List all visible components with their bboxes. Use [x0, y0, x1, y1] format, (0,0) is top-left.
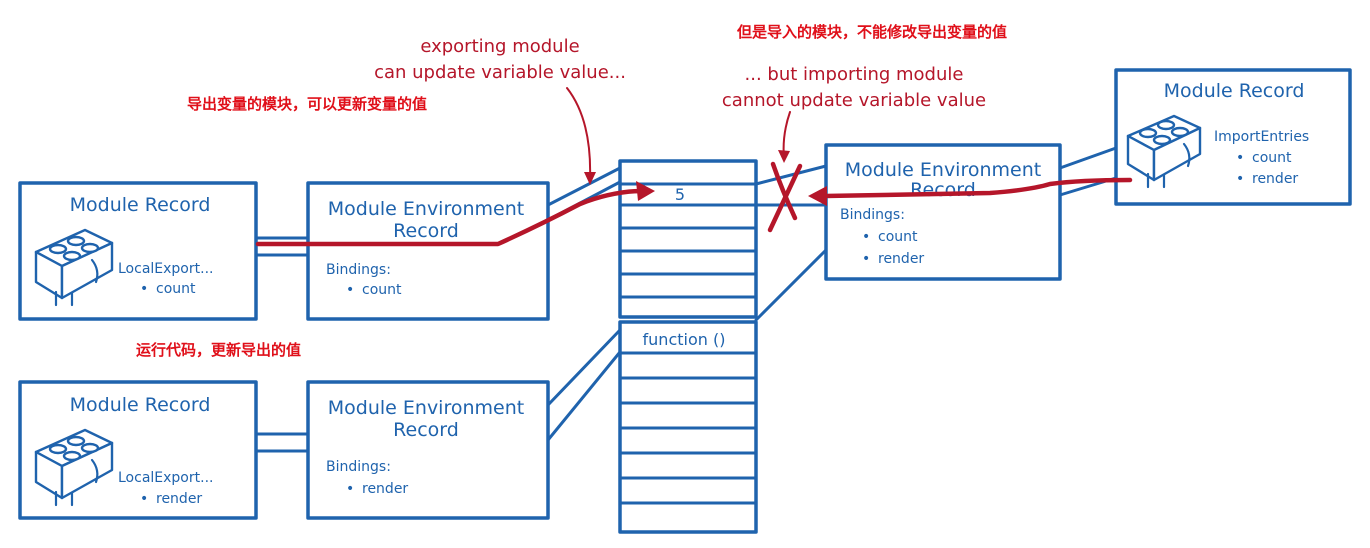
bullet: • [346, 481, 354, 497]
lego-brick-icon [34, 228, 114, 307]
connector-lines [254, 146, 1118, 453]
bullet: • [140, 281, 148, 297]
bullet: • [862, 229, 870, 245]
bullet: • [1236, 150, 1244, 166]
env-record-left-top: Module Environment Record Bindings: • co… [306, 181, 550, 321]
bullet: • [1236, 171, 1244, 187]
bindings-label: Bindings: [326, 459, 391, 475]
module-record-title: Module Record [1164, 80, 1305, 102]
function-cell-label: function () [643, 330, 726, 349]
export-item: render [156, 491, 202, 507]
import-blocked-arrow [767, 161, 1133, 233]
env-title-line2: Record [393, 220, 459, 242]
module-record-right: Module Record ImportEntries • count • re… [1114, 68, 1352, 206]
module-record-left-top: Module Record LocalExport... • count [18, 181, 258, 321]
module-record-left-bottom: Module Record LocalExport... • render [18, 380, 258, 520]
import-item: render [1252, 171, 1298, 187]
chinese-note-import-cannot: 但是导入的模块，不能修改导出变量的值 [736, 23, 1007, 41]
binding-item: render [362, 481, 408, 497]
bullet: • [140, 491, 148, 507]
export-item: count [156, 281, 196, 297]
bullet: • [346, 282, 354, 298]
cross-icon [767, 161, 803, 233]
arrow-icon [778, 150, 790, 163]
env-title-line1: Module Environment [845, 159, 1041, 181]
module-record-title: Module Record [70, 194, 211, 216]
memory-cell-value: 5 [675, 185, 685, 204]
memory-column: 5 function () [618, 159, 758, 534]
exporting-annotation-line2: can update variable value... [374, 62, 626, 83]
import-entries-label: ImportEntries [1214, 129, 1309, 145]
export-update-arrow [255, 181, 655, 247]
chinese-note-export-update: 导出变量的模块，可以更新变量的值 [187, 95, 427, 113]
arrow-icon [808, 186, 827, 206]
env-title-line1: Module Environment [328, 397, 524, 419]
exporting-annotation-line1: exporting module [420, 36, 579, 57]
arrow-icon [584, 172, 596, 185]
arrow-icon [636, 181, 655, 201]
bindings-label: Bindings: [840, 207, 905, 223]
env-title-line2: Record [910, 179, 976, 201]
import-item: count [1252, 150, 1292, 166]
env-title-line2: Record [393, 419, 459, 441]
binding-item: render [878, 251, 924, 267]
env-title-line1: Module Environment [328, 198, 524, 220]
local-export-label: LocalExport... [118, 261, 213, 277]
env-record-right: Module Environment Record Bindings: • co… [824, 143, 1062, 281]
module-record-title: Module Record [70, 394, 211, 416]
lego-brick-icon [34, 428, 114, 507]
env-record-left-bottom: Module Environment Record Bindings: • re… [306, 380, 550, 520]
exporting-pointer [566, 87, 592, 181]
bindings-label: Bindings: [326, 262, 391, 278]
bullet: • [862, 251, 870, 267]
importing-annotation-line2: cannot update variable value [722, 90, 986, 111]
lego-brick-icon [1126, 114, 1202, 189]
local-export-label: LocalExport... [118, 470, 213, 486]
binding-item: count [362, 282, 402, 298]
importing-annotation-line1: ... but importing module [745, 64, 964, 85]
binding-item: count [878, 229, 918, 245]
chinese-note-run-code: 运行代码，更新导出的值 [136, 341, 301, 359]
